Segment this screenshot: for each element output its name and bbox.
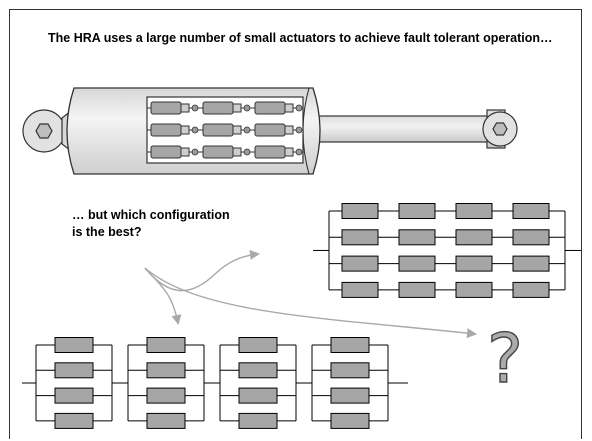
internal-actuator-joint	[243, 104, 251, 112]
config-b-module	[330, 387, 370, 404]
config-b-module	[330, 412, 370, 429]
internal-actuator-module	[202, 123, 234, 137]
rod-eye-right	[482, 109, 518, 149]
internal-actuator-module	[254, 101, 286, 115]
config-a-module	[398, 255, 436, 272]
config-a-module	[455, 255, 493, 272]
arrow-to-series-config	[144, 267, 182, 325]
headline-text: The HRA uses a large number of small act…	[48, 31, 553, 45]
internal-actuator-joint	[295, 126, 303, 134]
internal-actuator-module	[254, 123, 286, 137]
config-a-module	[455, 281, 493, 298]
internal-actuator-joint	[295, 104, 303, 112]
hydraulic-actuator	[22, 87, 518, 175]
arrow-to-question	[144, 267, 477, 339]
internal-actuator-module	[150, 123, 182, 137]
config-b-module	[54, 387, 94, 404]
internal-actuator-module	[202, 101, 234, 115]
question-mark-icon: ?	[486, 319, 524, 399]
internal-actuator-joint	[243, 148, 251, 156]
config-parallel-of-series	[313, 203, 581, 298]
piston-rod	[315, 115, 497, 143]
config-a-module	[341, 255, 379, 272]
internal-actuator-module	[202, 145, 234, 159]
config-a-module	[455, 229, 493, 246]
config-b-module	[238, 337, 278, 353]
config-b-module	[330, 362, 370, 379]
config-b-module	[146, 337, 186, 353]
config-b-module	[330, 337, 370, 353]
internal-actuator-joint	[191, 126, 199, 134]
config-a-module	[341, 281, 379, 298]
arrow-to-parallel-config	[144, 249, 260, 292]
config-a-module	[398, 229, 436, 246]
internal-actuator-rod	[284, 147, 294, 157]
config-b-module	[238, 362, 278, 379]
internal-actuator-joint	[191, 104, 199, 112]
internal-actuator-module	[254, 145, 286, 159]
internal-actuator-rod	[180, 125, 190, 135]
config-a-module	[341, 229, 379, 246]
internal-actuator-rod	[232, 103, 242, 113]
config-b-module	[54, 362, 94, 379]
config-a-module	[341, 203, 379, 219]
internal-actuator-module	[150, 101, 182, 115]
internal-actuators	[147, 101, 303, 159]
config-b-module	[54, 412, 94, 429]
config-a-module	[398, 203, 436, 219]
internal-actuator-module	[150, 145, 182, 159]
internal-actuator-joint	[295, 148, 303, 156]
internal-actuator-rod	[180, 147, 190, 157]
config-b-module	[146, 387, 186, 404]
internal-actuator-rod	[284, 103, 294, 113]
config-b-module	[146, 412, 186, 429]
config-b-module	[238, 387, 278, 404]
internal-actuator-rod	[180, 103, 190, 113]
config-b-module	[238, 412, 278, 429]
internal-actuator-rod	[232, 125, 242, 135]
internal-actuator-joint	[243, 126, 251, 134]
branch-arrows	[144, 249, 477, 339]
config-a-module	[512, 229, 550, 246]
config-series-of-parallel	[22, 337, 408, 429]
internal-actuator-rod	[284, 125, 294, 135]
question-text: … but which configuration is the best?	[72, 208, 230, 239]
config-a-module	[455, 203, 493, 219]
config-a-module	[512, 255, 550, 272]
config-b-module	[146, 362, 186, 379]
config-a-module	[512, 203, 550, 219]
config-b-module	[54, 337, 94, 353]
internal-actuator-joint	[191, 148, 199, 156]
config-a-module	[512, 281, 550, 298]
config-a-module	[398, 281, 436, 298]
internal-actuator-rod	[232, 147, 242, 157]
